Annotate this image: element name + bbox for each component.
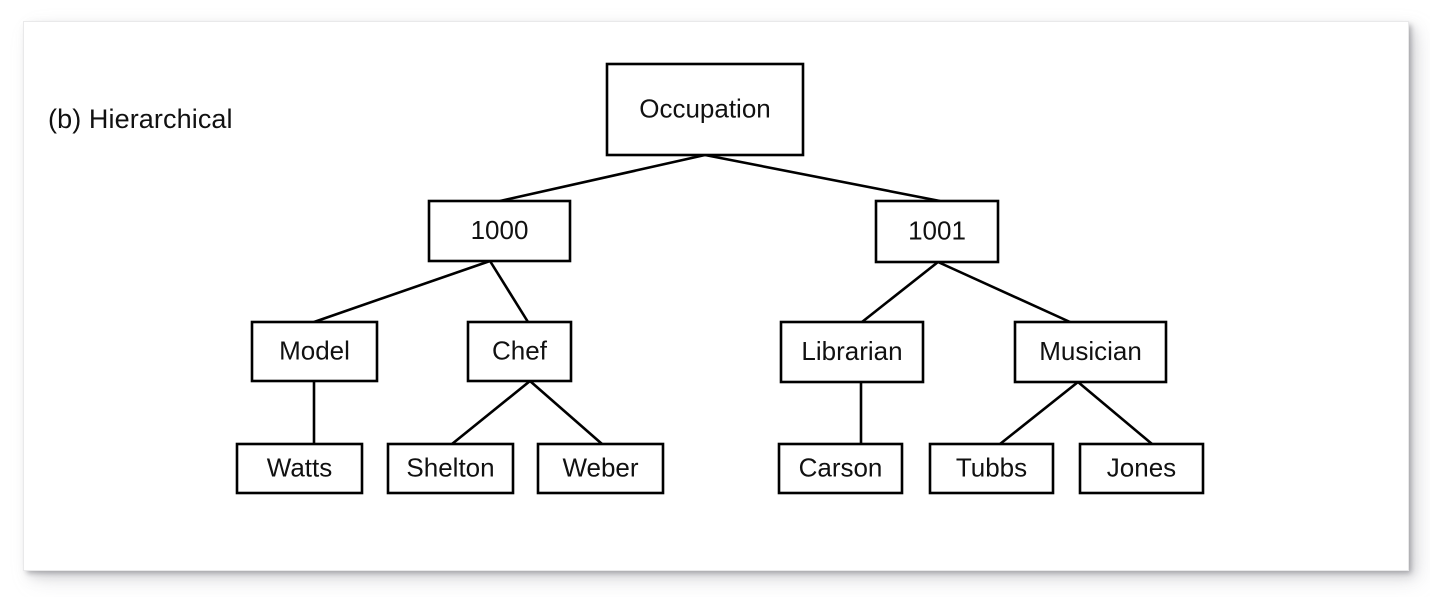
- node-label-weber: Weber: [562, 452, 638, 482]
- tree-edge-n1000-to-model: [313, 259, 491, 324]
- node-box-jones[interactable]: [1078, 442, 1205, 495]
- node-box-watts[interactable]: [235, 442, 364, 495]
- tree-node-carson[interactable]: Carson: [777, 442, 904, 495]
- tree-edge-musician-to-jones: [1077, 381, 1153, 445]
- node-box-librarian[interactable]: [779, 320, 925, 384]
- tree-edge-occupation-to-n1000: [499, 153, 706, 203]
- tree-node-n1000[interactable]: 1000: [427, 199, 572, 263]
- node-box-musician[interactable]: [1013, 320, 1168, 384]
- tree-node-tubbs[interactable]: Tubbs: [928, 442, 1055, 495]
- node-label-jones: Jones: [1107, 452, 1176, 482]
- tree-node-occupation[interactable]: Occupation: [605, 62, 805, 157]
- node-label-tubbs: Tubbs: [956, 452, 1027, 482]
- node-box-carson[interactable]: [777, 442, 904, 495]
- node-label-n1001: 1001: [908, 215, 966, 245]
- tree-node-weber[interactable]: Weber: [536, 442, 665, 495]
- tree-node-n1001[interactable]: 1001: [874, 199, 1000, 264]
- node-box-n1001[interactable]: [874, 199, 1000, 264]
- node-box-tubbs[interactable]: [928, 442, 1055, 495]
- node-box-chef[interactable]: [466, 320, 573, 383]
- node-box-occupation[interactable]: [605, 62, 805, 157]
- tree-edge-chef-to-weber: [529, 380, 603, 445]
- node-box-weber[interactable]: [536, 442, 665, 495]
- node-box-n1000[interactable]: [427, 199, 572, 263]
- tree-edge-occupation-to-n1001: [704, 153, 941, 203]
- tree-node-jones[interactable]: Jones: [1078, 442, 1205, 495]
- edge-layer: [312, 153, 1153, 446]
- node-box-model[interactable]: [250, 320, 379, 383]
- node-label-chef: Chef: [492, 335, 548, 365]
- node-box-shelton[interactable]: [386, 442, 515, 495]
- tree-edge-n1000-to-chef: [488, 260, 530, 323]
- tree-node-librarian[interactable]: Librarian: [779, 320, 925, 384]
- tree-node-shelton[interactable]: Shelton: [386, 442, 515, 495]
- tree-edge-chef-to-shelton: [451, 379, 531, 446]
- tree-edge-musician-to-tubbs: [999, 380, 1079, 446]
- tree-node-musician[interactable]: Musician: [1013, 320, 1168, 384]
- tree-node-chef[interactable]: Chef: [466, 320, 573, 383]
- tree-edge-n1001-to-musician: [937, 260, 1071, 324]
- node-label-librarian: Librarian: [801, 336, 902, 366]
- node-label-carson: Carson: [799, 452, 883, 482]
- node-label-model: Model: [279, 335, 350, 365]
- tree-edge-n1001-to-librarian: [861, 260, 939, 324]
- node-label-n1000: 1000: [471, 215, 529, 245]
- node-label-occupation: Occupation: [639, 93, 771, 123]
- figure-caption: (b) Hierarchical: [48, 104, 233, 134]
- node-label-musician: Musician: [1039, 336, 1142, 366]
- tree-node-model[interactable]: Model: [250, 320, 379, 383]
- tree-node-watts[interactable]: Watts: [235, 442, 364, 495]
- node-label-watts: Watts: [267, 452, 332, 482]
- node-label-shelton: Shelton: [406, 452, 494, 482]
